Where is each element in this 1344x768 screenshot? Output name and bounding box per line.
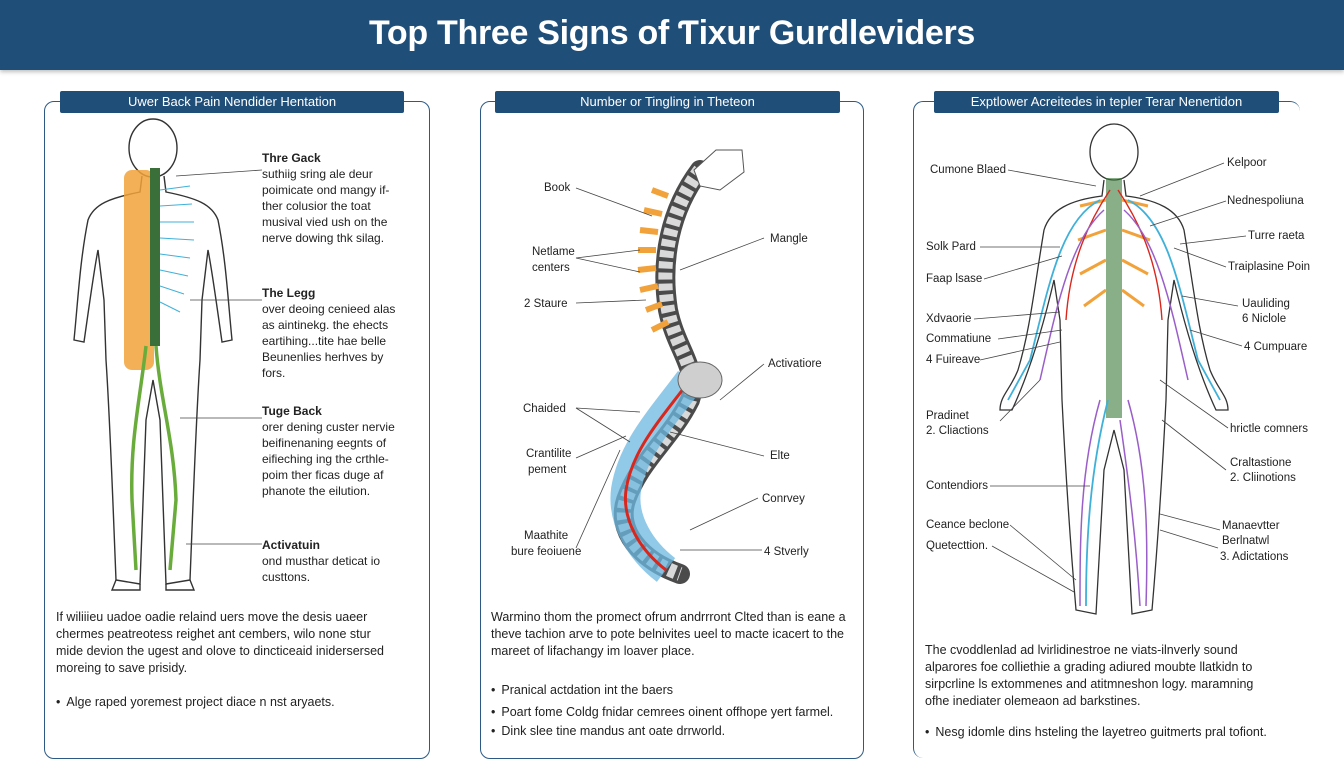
nerve-label: Commatiune <box>926 333 992 345</box>
label-line: suthiig sring ale deur <box>262 167 373 181</box>
label-line: ther colusior the toat <box>262 199 371 213</box>
panel2-bullet: Dink slee tine mandus ant oate drrworld. <box>491 724 725 738</box>
label-title: Activatuin <box>262 538 321 552</box>
nerve-label: 4 Cumpuare <box>1244 341 1308 353</box>
panel-lower-back <box>44 101 430 759</box>
spine-label: Maathite <box>524 530 569 542</box>
nerve-label: Faap lsase <box>926 273 983 285</box>
label-title: Tuge Back <box>262 404 322 418</box>
nerve-label: Turre raeta <box>1248 230 1305 242</box>
panel3-description: The cvoddlenlad ad lvirlidinestroe ne vi… <box>925 643 1254 708</box>
spine-label: Chaided <box>523 403 566 415</box>
spine-label: pement <box>528 464 567 476</box>
spine-label: Crantilite <box>526 448 572 460</box>
nerve-label: hrictle comners <box>1230 423 1308 435</box>
nerve-label: 6 Niclole <box>1242 313 1287 325</box>
nerve-label: Traiplasine Poin <box>1228 261 1311 273</box>
spine-label: centers <box>532 262 570 274</box>
label-title: Thre Gack <box>262 151 321 165</box>
title-banner: Top Three Signs of Ƭixur Gurdleviders <box>0 0 1344 70</box>
nerve-label: 4 Fuireave <box>926 354 981 366</box>
spine-label: Mangle <box>770 233 808 245</box>
panel2-header: Number or Tingling in Theteon <box>495 91 840 113</box>
back-spine-highlight <box>124 168 195 571</box>
label-line: orer dening custer nervie <box>262 420 395 434</box>
nerve-label: Xdvaorie <box>926 313 972 325</box>
nerve-label: Pradinet <box>926 410 969 422</box>
nerve-label: 2. Cliactions <box>926 425 989 437</box>
panel2-bullet: Pranical actdation int the baers <box>491 683 673 697</box>
nerve-label: Contendiors <box>926 480 989 492</box>
nerve-label: 3. Adictations <box>1220 551 1289 563</box>
label-line: nerve dowing thk silag. <box>262 231 385 245</box>
label-line: beifinenaning eegnts of <box>262 436 387 450</box>
label-block-2: The Legg over deoing cenieed alas as ain… <box>262 285 395 381</box>
label-title: The Legg <box>262 286 316 300</box>
label-line: fors. <box>262 366 286 380</box>
nerve-label: 2. Cliinotions <box>1230 472 1296 484</box>
spine-label: Netlame <box>532 246 575 258</box>
label-line: Beunenlies herhves by <box>262 350 384 364</box>
spine-label: Book <box>544 182 571 194</box>
label-line: ond musthar deticat io <box>262 554 381 568</box>
nerve-label: Kelpoor <box>1227 157 1267 169</box>
spine-column <box>610 149 745 584</box>
nerve-label: Nednespoliuna <box>1227 195 1304 207</box>
panel1-bullet: Alge raped yoremest project diace n nst … <box>56 695 334 709</box>
nerve-label: Manaevtter <box>1222 520 1280 532</box>
panel3-bullet: Nesg idomle dins hsteling the layetreo g… <box>925 725 1266 739</box>
label-line: poimicate ond mangy if- <box>262 183 390 197</box>
label-line: over deoing cenieed alas <box>262 302 396 316</box>
label-line: poim ther ficas duge af <box>262 468 384 482</box>
spine-label: 4 Stverly <box>764 546 809 558</box>
nerve-label: Uauliding <box>1242 298 1290 310</box>
label-line: eifieching ing the crthle- <box>262 452 389 466</box>
nerve-label: Berlnatwl <box>1222 535 1270 547</box>
panel3-header: Exptlower Acreitedes in tepler Terar Nen… <box>934 91 1279 113</box>
page-title: Top Three Signs of Ƭixur Gurdleviders <box>368 14 976 52</box>
panel2-description: Warmino thom the promect ofrum andrrront… <box>491 610 846 658</box>
spine-label: 2 Staure <box>524 298 568 310</box>
spine-label: Elte <box>770 450 790 462</box>
label-line: phanote the eilution. <box>262 484 371 498</box>
nerve-label: Ceance beclone <box>926 519 1010 531</box>
panel1-description: If wiliiieu uadoe oadie relaind uers mov… <box>56 610 384 675</box>
label-line: musival vied ush on the <box>262 215 388 229</box>
label-line: eartihing...tite hae belle <box>262 334 387 348</box>
nerve-network <box>1007 178 1221 607</box>
panel1-header: Uwer Back Pain Nendider Hentation <box>60 91 404 113</box>
panel2-bullet: Poart fome Coldg fnidar cemrees oinent o… <box>491 705 833 719</box>
label-line: as aintinekg. the ehects <box>262 318 389 332</box>
spine-label: bure feoiuene <box>511 546 582 558</box>
nerve-label: Craltastione <box>1230 457 1292 469</box>
nerve-label: Cumone Blaed <box>930 164 1007 176</box>
label-block-3: Tuge Back orer dening custer nervie beif… <box>262 403 395 499</box>
label-block-4: Activatuin ond musthar deticat io custto… <box>262 537 380 585</box>
label-line: custtons. <box>262 570 311 584</box>
spine-label: Conrvey <box>762 493 805 505</box>
nerve-label: Quetecttion. <box>926 540 989 552</box>
nerve-label: Solk Pard <box>926 241 976 253</box>
label-block-1: Thre Gack suthiig sring ale deur poimica… <box>262 150 389 246</box>
spine-label: Activatiore <box>768 358 822 370</box>
